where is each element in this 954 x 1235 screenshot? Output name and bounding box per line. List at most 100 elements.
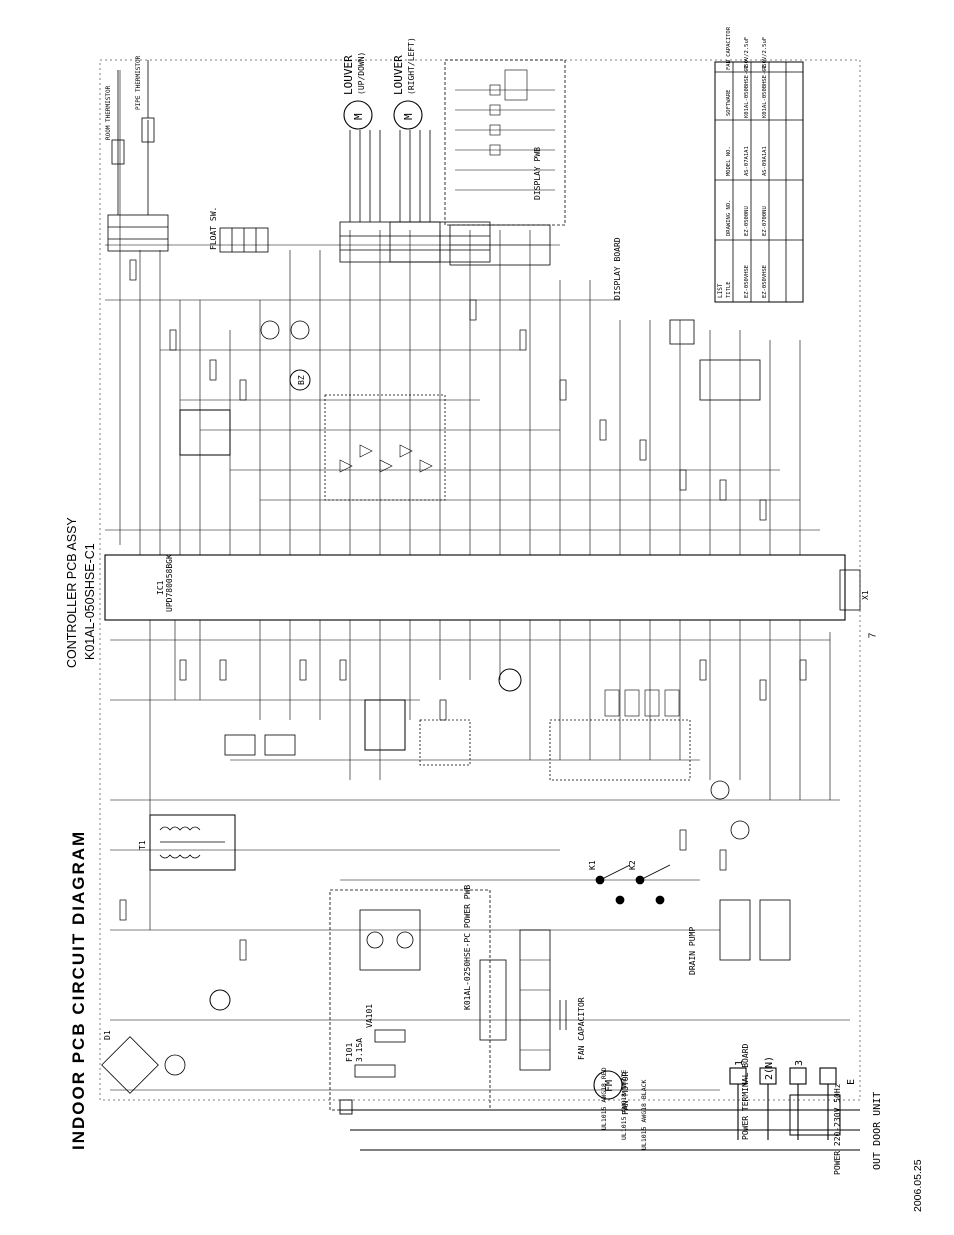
upper-horizontal-lines [105,244,820,531]
transistor-q1 [209,989,231,1011]
louver-updown-motor [343,100,373,130]
louver-rightleft-label: LOUVER [392,55,405,95]
ic1-label: IC1 [156,580,165,595]
transistor-q5 [710,780,730,800]
bridge-rectifier [101,1036,159,1094]
transistor-q3 [260,320,280,340]
list-heading: LIST [717,283,724,298]
controller-pcb-outline [99,59,861,1101]
buzzer [289,369,311,391]
list-header-model: MODEL NO. [726,146,732,176]
ic1-bottom-pins [149,620,801,632]
louver-rightleft-motor [393,100,423,130]
crystal-x1 [839,569,861,611]
cn-power-connector [479,959,507,1041]
transformer-label: T1 [138,840,147,850]
louver-connectors [339,130,491,263]
wire-white-label: UL1015 AWG18 WHITE [620,1069,628,1140]
fuse-spec-label: 3.15A [355,1038,364,1062]
line-filter-coil-a [366,931,384,949]
diagram-title: INDOOR PCB CIRCUIT DIAGRAM [69,829,88,1150]
room-thermistor-label: ROOM THERMISTOR [105,85,112,140]
list-table-frame [714,61,804,303]
eeprom-ic [179,409,231,456]
list-row2-fan-capacitor: 450V/2.5uF [762,37,768,70]
terminal-1-label: 1 [734,1060,745,1066]
terminal-2-label: 2(N) [764,1056,775,1080]
relay-k1-label: K1 [588,860,597,870]
pipe-thermistor-label: PIPE THERMISTOR [135,55,142,110]
wire-black-label: UL1015 AWG18 BLACK [640,1079,648,1150]
list-header-fan-capacitor: FAN CAPACITOR [726,26,732,70]
terminal-3-label: 3 [794,1060,805,1066]
wire-red-label: UL1015 AWG18 RED [600,1067,608,1130]
line-filter [359,909,421,971]
fan-motor-label: FAN MOTOR [621,1071,630,1115]
varistor-va101 [374,1029,406,1043]
ic1-body [104,554,846,621]
upper-signal-lines [119,70,801,545]
list-row1-fan-capacitor: 450V/2.5uF [744,37,750,70]
regulator-ic2 [224,734,256,756]
list-header-software: SOFTWARE [726,90,732,117]
bulk-capacitor [164,1054,186,1076]
lower-relay-coils [604,689,680,717]
display-pwb-label: DISPLAY PWB [533,147,542,200]
ic10-photocoupler [419,719,471,766]
fan-motor [593,1070,623,1100]
float-switch-connector [219,227,269,253]
ic-uln2003-lower [549,719,691,781]
line-filter-coil-b [396,931,414,949]
ic1-top-pins [139,545,801,555]
earth-label: E [846,1079,857,1085]
buzzer-label: BZ [297,375,306,385]
terminal-board [729,1067,837,1140]
louver-updown-motor-label: M [352,113,365,120]
relay-k1 [595,864,631,905]
diagram-date: 2006.05.25 [912,1159,924,1212]
crystal-label: X1 [861,590,870,600]
relay-k2-label: K2 [628,860,637,870]
assembly-model-code: K01AL-050SHSE-C1 [83,543,97,660]
inductor-l4 [719,899,751,961]
louver-rightleft-motor-label: M [402,113,415,120]
louver-updown-label: LOUVER [342,55,355,95]
list-row1-drawing: EZ-0500NU [744,206,750,236]
list-row2-drawing: EZ-0700NU [762,206,768,236]
list-row2-title: EZ-050VHSE [762,265,768,298]
fan-motor-symbol-label: FM [604,1080,615,1092]
resistor-array [119,259,807,961]
fuse-f101 [354,1064,396,1078]
fan-capacitor [559,1000,567,1030]
ic1-part-label: UPD780058BGK [165,554,174,612]
assembly-title: CONTROLLER PCB ASSY [65,517,79,668]
inverter-gates [339,444,433,473]
relay-array [364,699,406,751]
thermistor-connectors [107,60,169,252]
louver-rightleft-sub-label: (RIGHT/LEFT) [407,37,416,95]
regulator-ic4 [264,734,296,756]
power-terminal-label: POWER TERMINAL BOARD [741,1043,750,1140]
transistor-q6 [730,820,750,840]
transistor-q4 [290,320,310,340]
display-board-leds [455,69,555,191]
display-board-label: DISPLAY BOARD [613,237,622,300]
lower-signal-lines [149,632,831,930]
outdoor-unit-label: OUT DOOR UNIT [872,1092,883,1170]
float-sw-label: FLOAT SW. [209,207,218,250]
transformer-t1 [149,814,236,871]
louver-updown-sub-label: (UP/DOWN) [357,52,366,95]
relay-k2 [635,864,671,905]
ic-reset [669,319,695,345]
inductor-l3 [759,899,791,961]
power-spec-label: POWER 220-230V 50Hz [833,1083,842,1175]
list-header-drawing: DRAWING NO. [726,200,732,236]
drain-pump-label: DRAIN PUMP [688,927,697,975]
list-row1-model: AS-07A1A1 [744,146,750,176]
transistor-q2 [498,668,522,692]
list-row2-model: AS-09A1A1 [762,146,768,176]
power-pwb-label: K01AL-0250HSE-PC POWER PWB [463,885,472,1010]
sw4-switch [699,359,761,401]
